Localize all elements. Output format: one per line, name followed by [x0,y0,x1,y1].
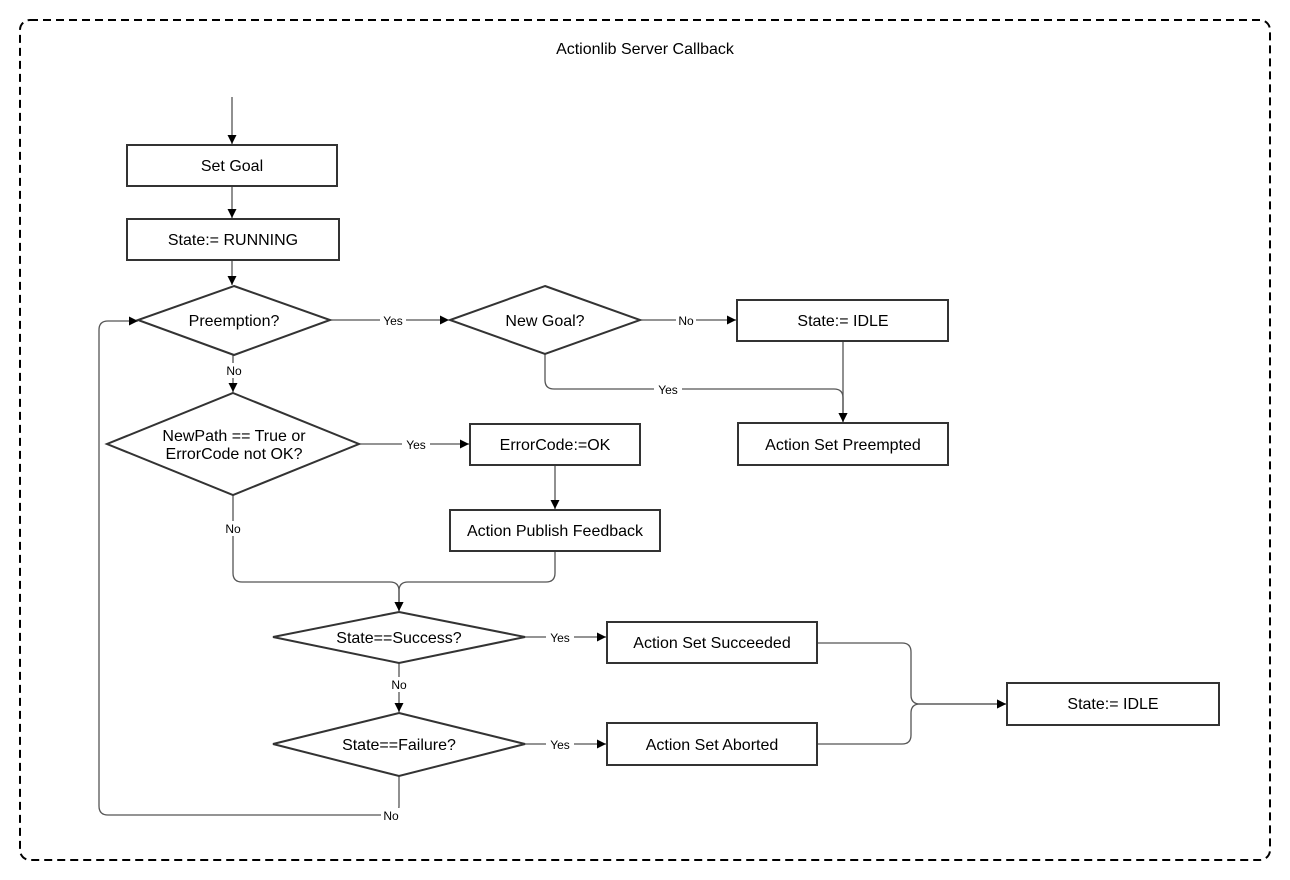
nodes: Set Goal State:= RUNNING Preemption? New… [104,144,1220,778]
edge-aborted-to-idle [817,699,1006,745]
node-state-running: State:= RUNNING [126,218,340,261]
node-action-set-aborted: Action Set Aborted [606,722,818,766]
node-errorcode-ok: ErrorCode:=OK [469,423,641,466]
edge-new-goal-yes [544,354,848,422]
node-action-set-preempted: Action Set Preempted [737,422,949,466]
diagram-title: Actionlib Server Callback [556,41,735,58]
node-state-idle-final: State:= IDLE [1006,682,1220,726]
node-state-idle-top-label: State:= IDLE [797,313,888,330]
decision-state-failure-label: State==Failure? [342,737,456,754]
decision-state-success-label: State==Success? [336,630,462,647]
node-state-idle-final-label: State:= IDLE [1067,696,1158,713]
node-action-publish-feedback: Action Publish Feedback [449,509,661,552]
node-set-goal-label: Set Goal [201,158,263,175]
label-new-goal-yes: Yes [658,383,678,397]
decision-state-failure: State==Failure? [272,711,526,778]
callback-frame [19,19,1271,861]
decision-newpath: NewPath == True or ErrorCode not OK? [104,391,362,497]
label-newpath-yes: Yes [406,438,426,452]
node-errorcode-ok-label: ErrorCode:=OK [500,437,611,454]
node-action-set-succeeded: Action Set Succeeded [606,621,818,664]
edge-newpath-no [232,495,404,611]
node-set-goal: Set Goal [126,144,338,187]
decision-newpath-label-line1: NewPath == True or [162,428,306,445]
node-action-publish-feedback-label: Action Publish Feedback [467,523,644,540]
label-new-goal-no: No [678,314,694,328]
decision-preemption-label: Preemption? [189,313,280,330]
node-action-set-aborted-label: Action Set Aborted [646,737,779,754]
decision-state-success: State==Success? [272,610,526,665]
edge-labels: Yes No Yes No Yes No Yes No Yes No [223,313,696,823]
label-preemption-yes: Yes [383,314,403,328]
label-newpath-no: No [225,522,241,536]
label-success-no: No [391,678,407,692]
node-state-idle-top: State:= IDLE [736,299,949,342]
label-failure-no: No [383,809,399,823]
decision-new-goal-label: New Goal? [505,313,584,330]
node-action-set-succeeded-label: Action Set Succeeded [633,635,790,652]
decision-newpath-label-line2: ErrorCode not OK? [166,446,303,463]
edge-succeeded-to-idle [817,642,1006,709]
edge-feedback-to-success [394,551,556,611]
label-failure-yes: Yes [550,738,570,752]
node-action-set-preempted-label: Action Set Preempted [765,437,921,454]
decision-preemption: Preemption? [135,284,333,357]
node-state-running-label: State:= RUNNING [168,232,298,249]
label-preemption-no: No [226,364,242,378]
decision-new-goal: New Goal? [447,284,643,356]
label-success-yes: Yes [550,631,570,645]
